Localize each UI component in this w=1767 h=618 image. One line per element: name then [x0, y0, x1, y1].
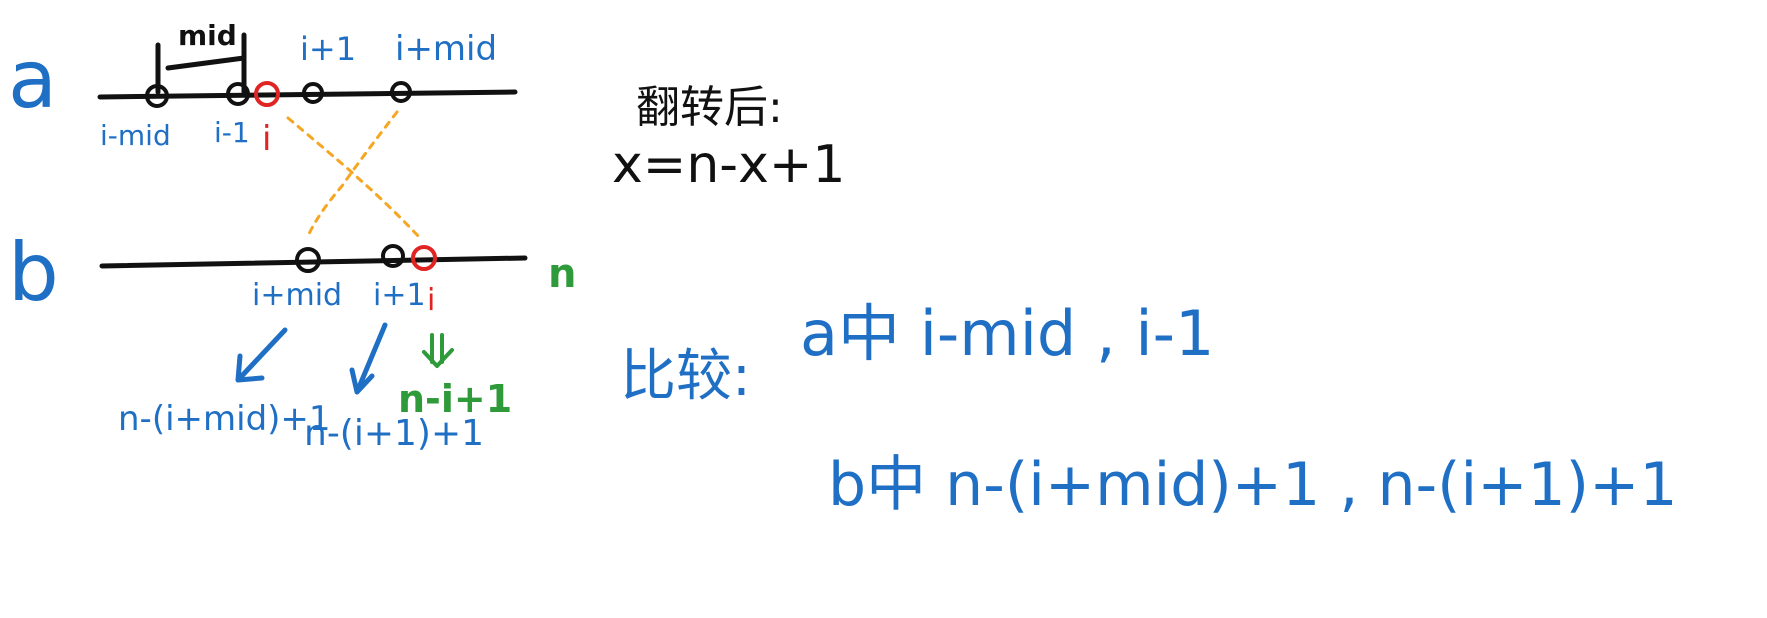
label-b-i: i	[427, 283, 435, 318]
point-a-i-minus-mid	[145, 84, 169, 108]
point-a-i	[254, 81, 280, 107]
mapped-i-plus-1: n-(i+1)+1	[304, 413, 484, 454]
line-n-label: n	[548, 251, 576, 297]
compare-label: 比较:	[620, 344, 751, 409]
point-a-i-plus-mid	[390, 81, 412, 103]
point-a-i-plus-1	[302, 82, 324, 104]
label-a-i-minus-mid: i-mid	[100, 119, 171, 152]
mid-label: mid	[178, 19, 237, 52]
line-b	[99, 255, 528, 269]
arrow-i-plus-1	[349, 322, 388, 395]
label-b-i-plus-1: i+1	[373, 278, 426, 313]
label-a-i-minus-1: i-1	[214, 116, 250, 149]
cross-line-i	[286, 116, 422, 240]
line-a	[97, 89, 518, 100]
point-b-i-plus-mid	[295, 247, 321, 273]
label-a-i-plus-mid: i+mid	[395, 29, 497, 69]
label-b-i-plus-mid: i+mid	[252, 278, 342, 313]
point-a-i-minus-1	[226, 82, 250, 106]
line-a-label: a	[8, 33, 57, 126]
flip-note-formula: x=n-x+1	[612, 135, 846, 195]
flip-note-title: 翻转后:	[636, 82, 783, 133]
mapped-i: n-i+1	[398, 377, 512, 421]
arrow-i-plus-mid	[235, 327, 288, 383]
compare-row-a: a中 i-mid , i-1	[800, 297, 1214, 370]
compare-row-b: b中 n-(i+mid)+1 , n-(i+1)+1	[828, 450, 1678, 520]
label-a-i: i	[262, 119, 271, 159]
arrow-i-double	[422, 333, 454, 368]
mapped-i-plus-mid: n-(i+mid)+1	[118, 399, 331, 439]
point-b-i-plus-1	[381, 244, 405, 268]
label-a-i-plus-1: i+1	[300, 30, 356, 68]
cross-line-mid	[306, 110, 399, 238]
line-b-label: b	[8, 226, 59, 319]
point-b-i	[411, 245, 437, 271]
